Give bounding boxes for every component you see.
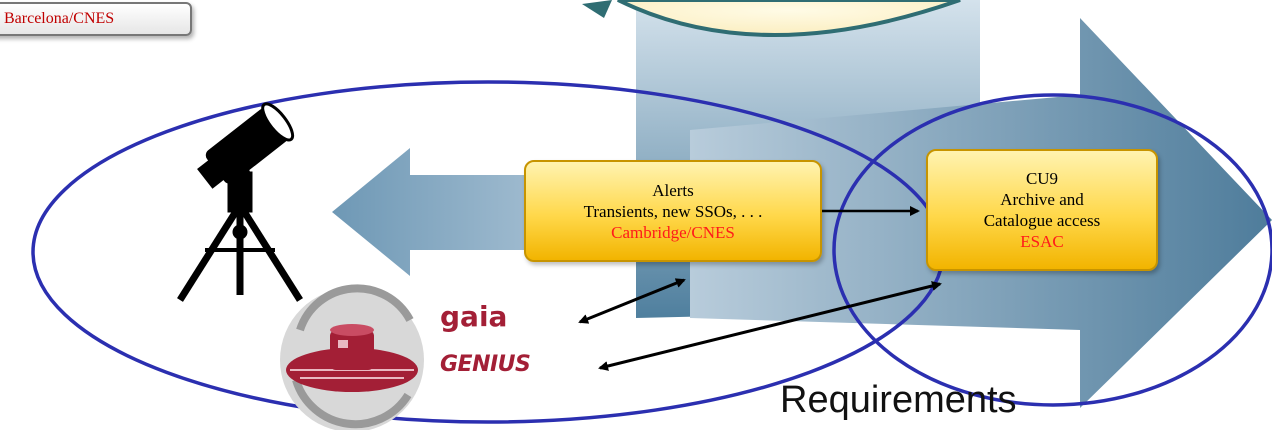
gaia-logo-word: gaia	[440, 300, 508, 333]
alerts-owner: Cambridge/CNES	[611, 222, 735, 242]
genius-logo-word: GENIUS	[440, 352, 531, 377]
alerts-box: Alerts Transients, new SSOs, . . . Cambr…	[524, 160, 822, 262]
barcelona-cnes-tag: Barcelona/CNES	[0, 2, 192, 36]
top-bubble	[617, 0, 961, 37]
cu9-line-2: Archive and	[1000, 190, 1084, 209]
cu9-line-3: Catalogue access	[983, 211, 1101, 230]
alerts-title: Alerts	[652, 180, 694, 200]
cu9-owner: ESAC	[1020, 232, 1064, 251]
requirements-label: Requirements	[780, 379, 1017, 421]
gaia-spacecraft-icon	[280, 284, 424, 430]
user-cu9-arrow	[598, 281, 942, 371]
cu9-title: CU9	[1025, 169, 1059, 188]
telescope-icon	[177, 102, 303, 302]
alerts-subtitle: Transients, new SSOs, . . .	[583, 201, 763, 221]
archive-ellipse	[832, 93, 1272, 407]
cu9-box: CU9 Archive and Catalogue access ESAC	[926, 149, 1158, 271]
top-bubble-arrowhead	[582, 0, 612, 18]
